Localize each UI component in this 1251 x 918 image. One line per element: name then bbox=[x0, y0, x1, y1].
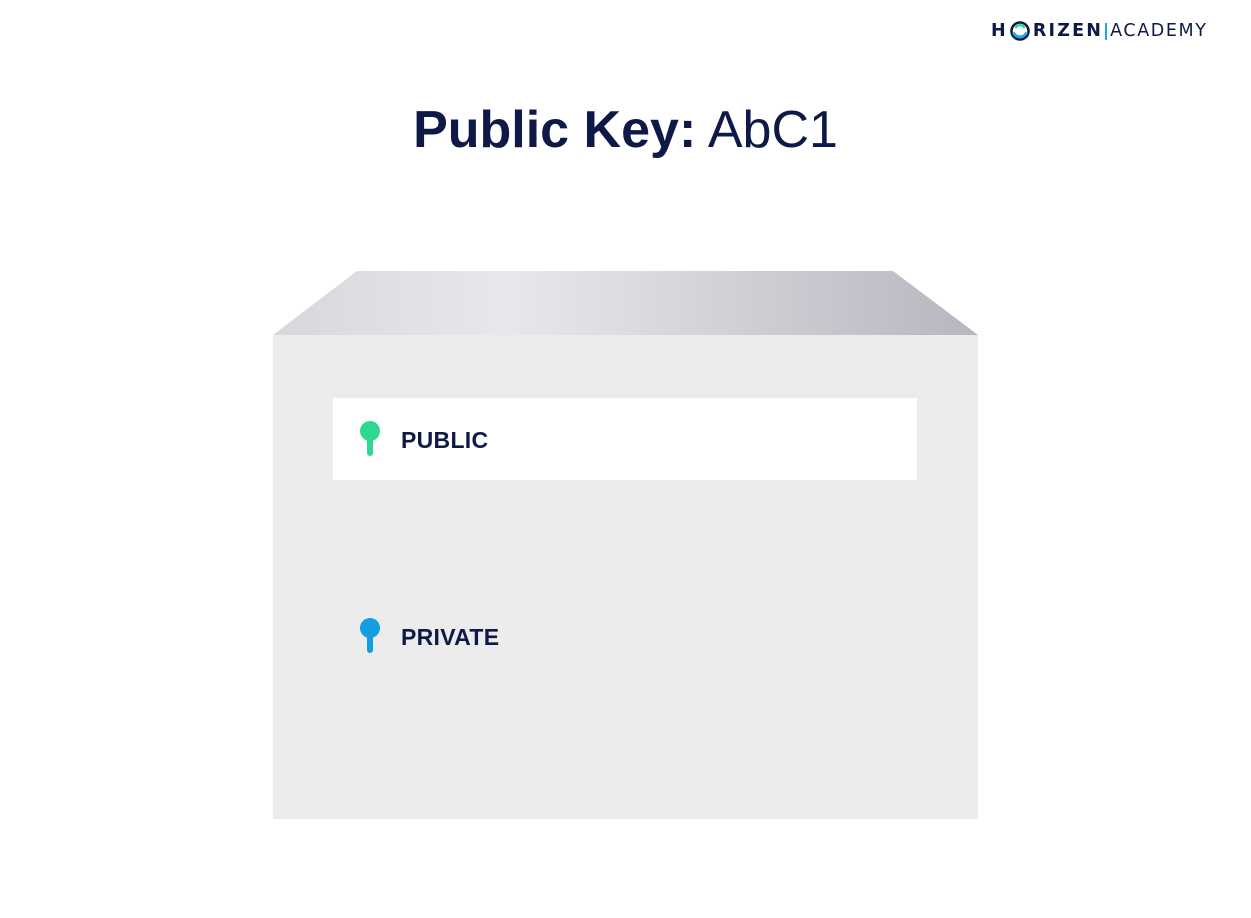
box-lid bbox=[273, 271, 978, 335]
key-box: PUBLIC PRIVATE bbox=[273, 335, 978, 819]
title-value: AbC1 bbox=[707, 101, 838, 159]
logo-separator bbox=[1105, 22, 1108, 40]
logo-academy-text: ACADEMY bbox=[1110, 21, 1208, 41]
public-key-row: PUBLIC bbox=[333, 398, 917, 480]
public-key-label: PUBLIC bbox=[401, 427, 489, 453]
horizen-academy-logo: H RIZEN ACADEMY bbox=[991, 19, 1208, 43]
page-title: Public Key: AbC1 bbox=[0, 98, 1251, 162]
horizen-ring-icon bbox=[1009, 20, 1031, 42]
logo-letter-h: H bbox=[991, 21, 1008, 41]
title-label: Public Key: bbox=[413, 101, 697, 159]
private-key-row: PRIVATE bbox=[333, 595, 917, 677]
private-key-label: PRIVATE bbox=[401, 624, 500, 650]
green-key-icon bbox=[359, 421, 381, 457]
blue-key-icon bbox=[359, 618, 381, 654]
logo-wordmark: RIZEN bbox=[1032, 21, 1104, 41]
